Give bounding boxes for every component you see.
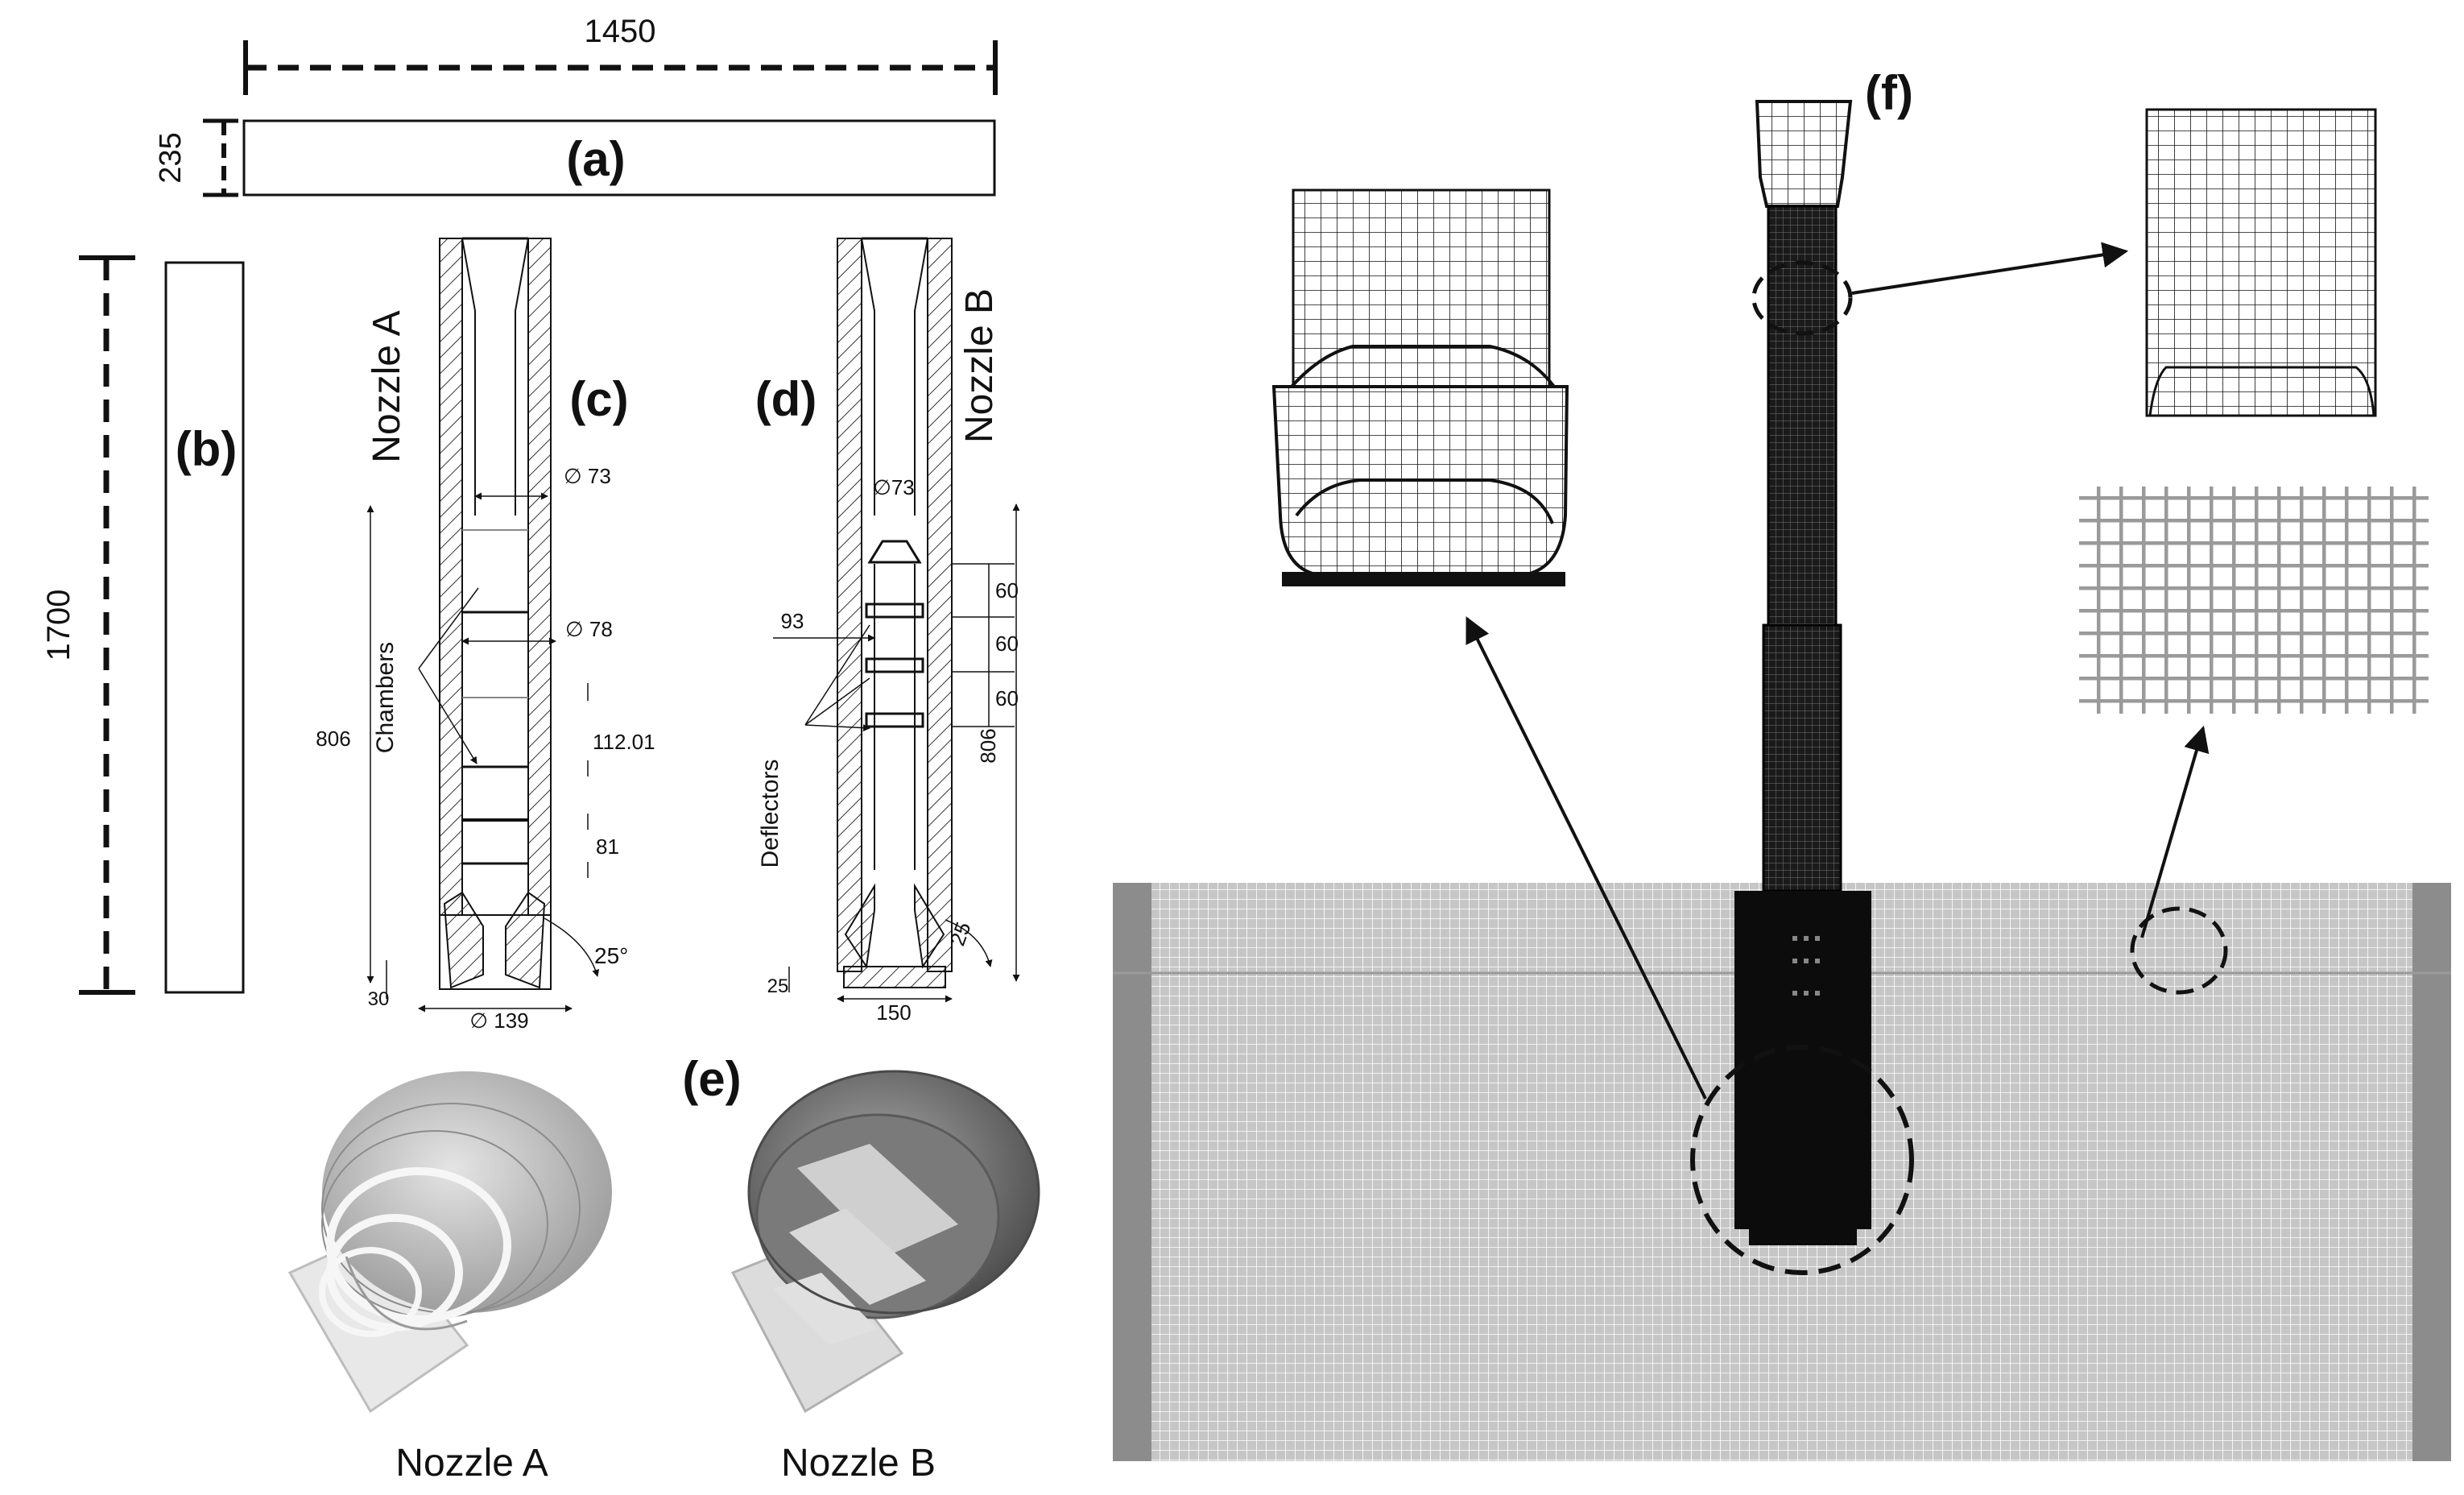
dim-base-a: 30 — [368, 988, 390, 1010]
chambers-label: Chambers — [372, 642, 399, 753]
panel-c-nozzle-a-drawing: ∅ 73 ∅ 78 806 112.01 81 25° 30 ∅ 139 Cha… — [316, 237, 655, 1033]
dim-inner-b: ∅73 — [873, 475, 915, 499]
nozzle-a-wall-right — [527, 238, 552, 916]
zoom-block-mesh — [2079, 487, 2429, 714]
dim-angle-arc-b — [945, 919, 993, 967]
zoom-outlet-mesh — [1271, 188, 1569, 586]
nozzle-b-title: Nozzle B — [958, 288, 1001, 443]
nozzle-mesh — [1734, 100, 1871, 1245]
nozzle-a-title: Nozzle A — [366, 310, 408, 462]
panel-c-label: (c) — [569, 372, 628, 426]
panel-e: (e) Nozzle A Nozzle B — [287, 1052, 1040, 1485]
deflectors-leader — [804, 624, 870, 728]
dimension-height-label-b: 1700 — [41, 590, 76, 661]
flume-side-view — [164, 261, 245, 994]
mesh-block-left-edge — [1113, 883, 1151, 1461]
nozzle-a-render — [287, 1071, 612, 1414]
dim-spacing-b-1: 60 — [995, 578, 1019, 603]
nozzle-a-caption: Nozzle A — [395, 1442, 548, 1485]
nozzle-b-outlet — [844, 883, 945, 969]
chambers-leader — [418, 587, 478, 764]
callout-circle-upper — [1751, 260, 1853, 336]
deflectors-label: Deflectors — [757, 759, 783, 868]
nozzle-b-caption: Nozzle B — [781, 1442, 936, 1485]
panel-f-label: (f) — [1865, 66, 1913, 120]
nozzle-a-inlet-taper — [461, 238, 529, 516]
dim-lower-a: 81 — [596, 834, 619, 859]
nozzle-b-wall-left — [837, 238, 862, 972]
dim-outer-a: ∅ 139 — [469, 1008, 528, 1033]
dimension-height-label-a: 235 — [154, 132, 188, 183]
panel-b-label: (b) — [176, 422, 238, 476]
zoom-pipe-mesh — [2145, 108, 2377, 417]
dim-inner-a: ∅ 73 — [564, 464, 611, 488]
dim-spacing-b-3: 60 — [995, 686, 1019, 710]
dim-chamber-a: ∅ 78 — [565, 617, 613, 641]
dim-angle-a: 25° — [594, 943, 628, 968]
panel-f: (f) — [1113, 66, 2451, 1461]
dimension-length-label: 1450 — [585, 14, 656, 49]
dim-base-b: 25 — [767, 975, 789, 997]
dim-pitch-a: 112.01 — [593, 730, 655, 754]
nozzle-b-deflectors — [865, 540, 924, 728]
dim-outer-b: 150 — [876, 1000, 911, 1025]
nozzle-b-inlet-taper — [861, 238, 928, 516]
panel-d-label: (d) — [755, 372, 817, 426]
arrow-to-outlet-zoom — [1466, 616, 1707, 1100]
mesh-block-right-edge — [2412, 883, 2451, 1461]
dim-height-a: 806 — [316, 727, 350, 751]
dim-angle-arc-a — [544, 917, 600, 977]
nozzle-a-deflector-outlet — [443, 891, 546, 989]
nozzle-a-chambers — [462, 529, 528, 865]
dim-height-b: 806 — [976, 728, 1000, 763]
flume-top-view — [242, 119, 996, 197]
dim-left-b: 93 — [781, 609, 804, 633]
nozzle-b-render — [730, 1070, 1040, 1414]
dim-spacing-b-2: 60 — [995, 632, 1019, 656]
nozzle-b-wall-right — [927, 238, 953, 972]
callout-circle-outlet — [1690, 1045, 1914, 1275]
panel-a: 1450 235 (a) — [154, 14, 998, 197]
panel-d-nozzle-b-drawing: ∅73 60 60 60 93 806 25 25 150 Deflectors… — [755, 237, 1020, 1025]
arrow-to-block-zoom — [2140, 725, 2210, 938]
panel-b: 1700 (b) — [41, 255, 245, 995]
panel-e-label: (e) — [682, 1052, 741, 1106]
panel-a-label: (a) — [566, 132, 625, 186]
arrow-to-upper-zoom — [1851, 242, 2129, 295]
nozzle-a-wall-left — [439, 238, 463, 916]
callout-circle-block — [2130, 906, 2228, 995]
